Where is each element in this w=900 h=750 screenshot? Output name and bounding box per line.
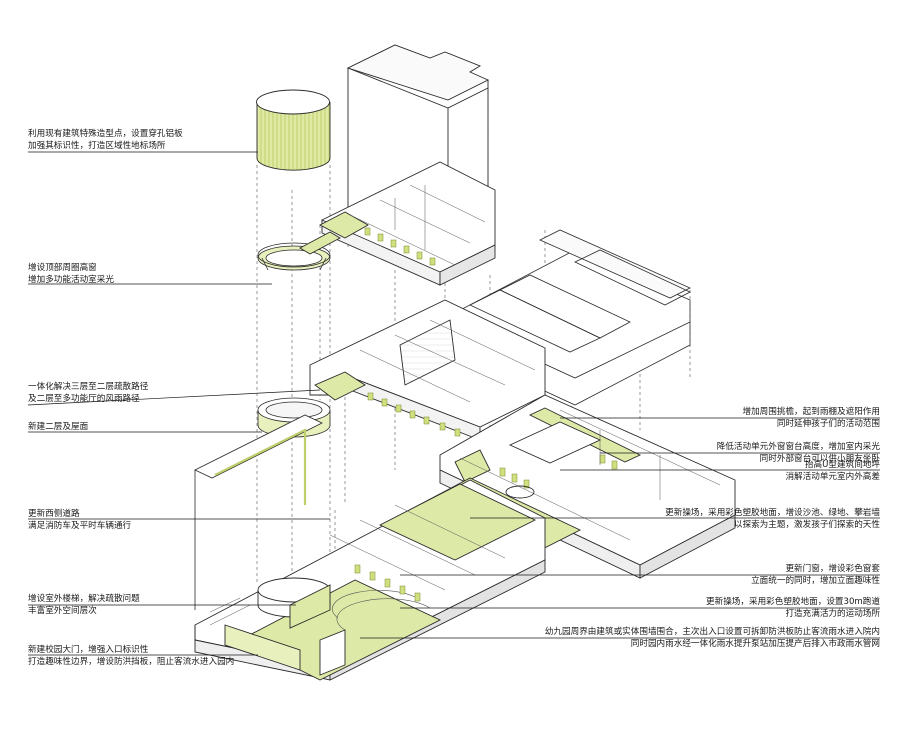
note-perforated-drum: 利用现有建筑特殊造型点，设置穿孔铝板 加强其标识性，打造区域性地标场所 [28,128,183,152]
note-new-second-floor: 新建二层及屋面 [28,421,88,433]
note-west-road: 更新西侧道路 满足消防车及平时车辆通行 [28,508,131,532]
note-outdoor-stair: 增设室外楼梯，解决疏散问题 丰富室外空间层次 [28,593,140,617]
note-line: 利用现有建筑特殊造型点，设置穿孔铝板 [28,129,183,139]
note-line: 更新西侧道路 [28,509,80,519]
note-line: 增设室外楼梯，解决疏散问题 [28,594,140,604]
west-road-shape [194,414,323,610]
note-line: 打造充满活力的运动场所 [785,609,880,619]
note-flood-wall: 幼九园周界由建筑或实体围墙围合，主次出入口设置可拆卸防洪板防止客流雨水进入院内 … [545,626,880,650]
note-line: 打造趣味性边界，增设防洪挡板，阻止客流水进入园内 [28,657,235,667]
note-playground-upper: 更新操场，采用彩色塑胶地面，增设沙池、绿地、攀岩墙 以探索为主题，激发孩子们探索… [665,507,880,531]
note-line: 增加周围挑檐，起到雨棚及遮阳作用 [742,407,880,417]
note-line: 幼九园周界由建筑或实体围墙围合，主次出入口设置可拆卸防洪板防止客流雨水进入院内 [544,627,880,637]
note-line: 同时延伸孩子们的活动范围 [776,419,880,429]
note-playground-lower: 更新操场，采用彩色塑胶地面，设置30m跑道 打造充满活力的运动场所 [706,596,880,620]
note-line: 同时园内雨水经一体化雨水提升泵站加压提产后排入市政雨水管网 [630,639,880,649]
note-doors-windows: 更新门窗，增设彩色窗套 立面统一的同时，增加立面趣味性 [751,563,880,587]
note-line: 加强其标识性，打造区域性地标场所 [28,141,166,151]
note-line: 一体化解决三层至二层疏散路径 [28,382,149,392]
note-line: 抬高U型建筑间地坪 [804,460,880,470]
note-line: 及二层至多功能厅的风雨路径 [28,394,140,404]
note-raise-floor: 抬高U型建筑间地坪 消解活动单元室内外高差 [785,459,880,483]
note-line: 消解活动单元室内外高差 [785,472,880,482]
note-line: 新建二层及屋面 [28,422,89,432]
note-line: 更新操场，采用彩色塑胶地面，设置30m跑道 [706,597,880,607]
note-line: 降低活动单元外窗窗台高度，增加室内采光 [716,442,880,452]
note-line: 更新操场，采用彩色塑胶地面，增设沙池、绿地、攀岩墙 [665,508,880,518]
ground-floor-plate [194,479,546,681]
note-eaves: 增加周围挑檐，起到雨棚及遮阳作用 同时延伸孩子们的活动范围 [742,406,880,430]
note-line: 新建校园大门，增强入口标识性 [28,645,149,655]
note-line: 同时外部窗台可以供小朋友坐卧 [759,454,880,464]
note-line: 满足消防车及平时车辆通行 [28,521,132,531]
note-line: 丰富室外空间层次 [28,606,97,616]
perforated-drum-shape [256,89,331,171]
note-line: 更新门窗，增设彩色窗套 [785,564,880,574]
note-line: 立面统一的同时，增加立面趣味性 [751,576,880,586]
note-line: 以探索为主题，激发孩子们探索的天性 [733,520,880,530]
note-window-sill: 降低活动单元外窗窗台高度，增加室内采光 同时外部窗台可以供小朋友坐卧 [717,441,880,465]
third-floor-plate [299,161,496,286]
leader-lines [27,151,880,656]
note-evacuation-route: 一体化解决三层至二层疏散路径 及二层至多功能厅的风雨路径 [28,381,148,405]
note-school-gate: 新建校园大门，增强入口标识性 打造趣味性边界，增设防洪挡板，阻止客流水进入园内 [28,644,234,668]
note-line: 增设顶部周圈高窗 [28,263,97,273]
note-top-ring-windows: 增设顶部周圈高窗 增加多功能活动室采光 [28,262,114,286]
note-line: 增加多功能活动室采光 [28,275,114,285]
